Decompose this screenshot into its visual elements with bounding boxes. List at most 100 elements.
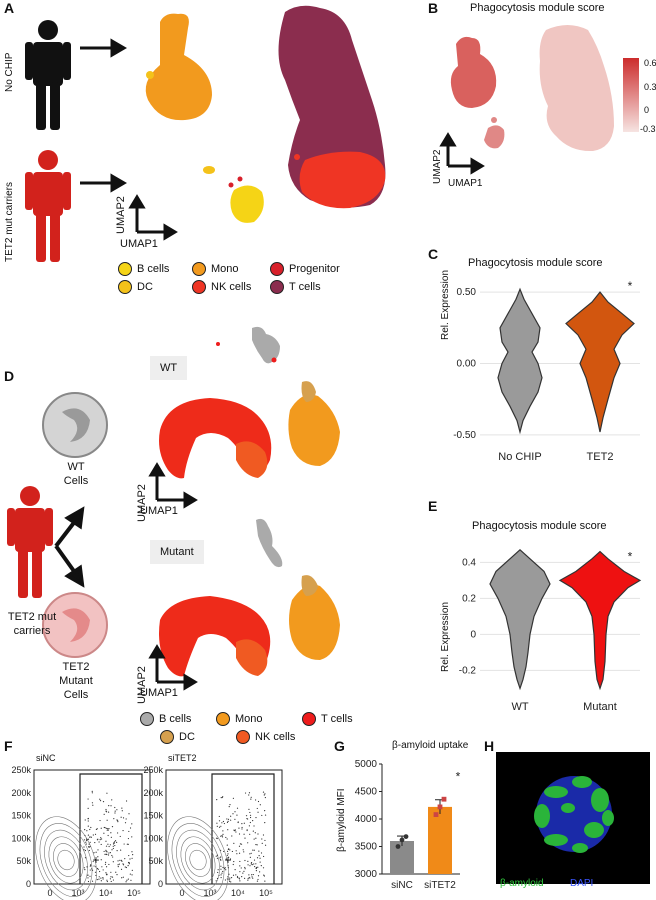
event-dot	[220, 874, 222, 876]
event-dot	[99, 870, 101, 873]
panel-label-d: D	[4, 368, 15, 384]
event-dot	[105, 827, 107, 829]
y-tick-label: 4500	[355, 787, 378, 798]
event-dot	[122, 829, 124, 832]
event-dot	[113, 818, 115, 820]
event-dot	[241, 823, 243, 825]
event-dot	[216, 825, 218, 827]
event-dot	[236, 807, 239, 809]
x-tick-label: 0	[47, 888, 52, 898]
event-dot	[116, 819, 118, 821]
event-dot	[257, 875, 260, 877]
event-dot	[90, 836, 92, 838]
event-dot	[89, 836, 91, 838]
event-dot	[87, 846, 90, 848]
contour	[35, 816, 97, 900]
umap-cluster-low	[539, 25, 614, 152]
event-dot	[254, 865, 256, 868]
event-dot	[114, 812, 116, 814]
event-dot	[95, 866, 97, 868]
event-dot	[249, 877, 251, 879]
event-dot	[128, 863, 130, 865]
event-dot	[120, 849, 122, 851]
event-dot	[240, 843, 243, 845]
event-dot	[250, 796, 252, 798]
event-dot	[243, 833, 245, 835]
event-dot	[87, 838, 90, 840]
panel-label-b: B	[428, 0, 439, 16]
event-dot	[100, 877, 102, 879]
person-icon-black	[25, 20, 71, 130]
event-dot	[238, 827, 240, 829]
event-dot	[131, 874, 133, 876]
event-dot	[117, 821, 119, 823]
event-dot	[128, 830, 130, 833]
contour	[39, 823, 93, 897]
event-dot	[114, 844, 116, 847]
event-dot	[99, 819, 101, 822]
event-dot	[236, 814, 238, 816]
event-dot	[125, 866, 128, 869]
event-dot	[121, 877, 123, 879]
y-tick-label: -0.50	[453, 430, 476, 441]
event-dot	[131, 836, 133, 838]
event-dot	[94, 858, 97, 861]
event-dot	[235, 850, 237, 852]
event-dot	[124, 866, 126, 868]
event-dot	[216, 822, 218, 824]
event-dot	[106, 828, 109, 830]
event-dot	[226, 821, 229, 823]
event-dot	[109, 878, 112, 880]
contour	[53, 843, 79, 877]
event-dot	[114, 840, 117, 842]
event-dot	[108, 845, 110, 848]
event-dot	[84, 869, 86, 871]
event-dot	[85, 838, 88, 840]
x-tick-label: 10³	[203, 888, 216, 898]
event-dot	[249, 816, 252, 819]
event-dot	[107, 843, 109, 845]
event-dot	[91, 802, 94, 804]
significance-marker: *	[628, 549, 633, 563]
event-dot	[236, 853, 238, 855]
contour	[171, 823, 225, 897]
event-dot	[103, 832, 105, 834]
x-tick-label: 10⁴	[231, 888, 245, 898]
event-dot	[96, 878, 98, 881]
violin	[565, 291, 635, 433]
event-dot	[255, 843, 257, 846]
umap1-label: UMAP1	[140, 505, 178, 517]
chart-g-title: β-amyloid uptake	[392, 740, 469, 751]
violin	[489, 548, 551, 691]
event-dot	[97, 868, 99, 870]
event-dot	[216, 857, 218, 859]
event-dot	[127, 837, 130, 840]
y-tick-label: 0.2	[462, 593, 476, 604]
event-dot	[255, 863, 257, 865]
chart-c-title: Phagocytosis module score	[468, 257, 603, 269]
event-dot	[127, 861, 130, 864]
event-dot	[258, 855, 260, 857]
umap2-label: UMAP2	[115, 196, 127, 234]
event-dot	[262, 855, 265, 858]
x-tick-label: 10³	[71, 888, 84, 898]
event-dot	[263, 794, 265, 796]
event-dot	[223, 868, 226, 870]
x-tick-label: siNC	[391, 880, 413, 891]
data-point	[403, 834, 409, 839]
colorbar-tick: 0.3	[644, 82, 656, 92]
event-dot	[228, 806, 230, 808]
event-dot	[251, 874, 253, 876]
event-dot	[113, 842, 115, 844]
event-dot	[125, 800, 128, 802]
event-dot	[120, 859, 122, 862]
event-dot	[222, 830, 224, 832]
y-tick-label: 0.50	[457, 287, 477, 298]
event-dot	[102, 801, 105, 803]
crosshair-icon: +	[224, 853, 231, 867]
panel-b-graphic	[439, 25, 639, 175]
event-dot	[106, 879, 108, 881]
event-dot	[232, 813, 234, 815]
event-dot	[110, 871, 112, 873]
event-dot	[132, 854, 134, 856]
